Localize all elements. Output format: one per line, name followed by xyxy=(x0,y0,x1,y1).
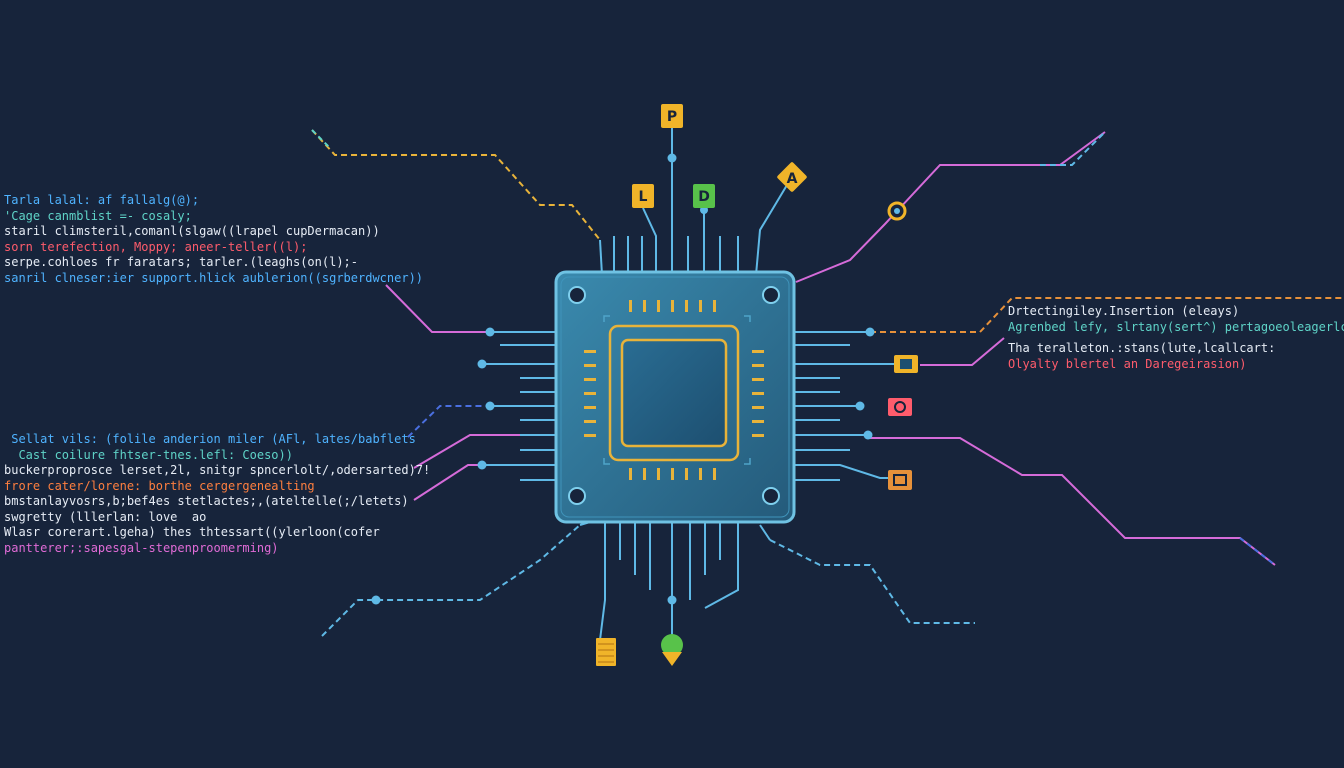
trace-top-right-magenta xyxy=(795,131,1106,283)
trace-right-magenta-1 xyxy=(920,337,1005,366)
cpu-chip xyxy=(554,270,796,524)
trace-right-magenta-2 xyxy=(868,437,1276,566)
badge-green: D xyxy=(693,184,715,208)
badge-green-label: D xyxy=(698,189,710,205)
chip-die-frame xyxy=(608,324,740,462)
trace-top-left-cyan xyxy=(311,129,331,149)
code-line: frore cater/lorene: borthe cergergenealt… xyxy=(4,478,315,493)
code-line: Drtectingiley.Insertion (eleays) xyxy=(1008,304,1240,318)
code-line: sorn terefection, Moppy; aneer-teller((l… xyxy=(4,239,308,254)
die-contacts xyxy=(584,300,764,480)
trace-left-magenta-1 xyxy=(385,284,490,333)
code-line: serpe.cohloes fr faratars; tarler.(leagh… xyxy=(4,255,359,269)
code-line: bmstanlayvosrs,b;bef4es stetlactes;,(ate… xyxy=(4,494,409,508)
code-line: Agrenbed lefy, slrtany(sert^) pertagoeol… xyxy=(1008,319,1344,334)
code-snippet-right-bottom: Tha teralleton.:stans(lute,lcallcart:Oly… xyxy=(1008,341,1275,372)
code-line: swgretty (lllerlan: love ao xyxy=(4,509,207,524)
decorative-traces xyxy=(311,129,1344,637)
code-line: buckerproprosce lerset,2l, snitgr spncer… xyxy=(4,463,431,477)
badge-top: P xyxy=(661,104,683,128)
trace-left-magenta-2 xyxy=(413,434,520,469)
code-line: Tha teralleton.:stans(lute,lcallcart: xyxy=(1008,341,1276,355)
chip-die xyxy=(620,338,728,448)
code-line: pantterer;:sapesgal-stepenproomerming) xyxy=(4,540,279,555)
trace-bottom-left-dashed xyxy=(321,524,581,637)
link-component-icon xyxy=(888,398,912,416)
code-line: 'Cage canmblist =- cosaly; xyxy=(4,208,192,223)
code-snippet-right-top: Drtectingiley.Insertion (eleays)Agrenbed… xyxy=(1008,304,1344,335)
trace-endpoints xyxy=(371,153,875,605)
badge-left: L xyxy=(632,184,654,208)
code-line: Wlasr corerart.lgeha) thes thtessart((yl… xyxy=(4,525,380,539)
chip-mount-holes xyxy=(568,286,780,505)
chip-component-icon xyxy=(894,355,918,373)
code-line: Tarla lalal: af fallalg(@); xyxy=(4,193,200,207)
trace-left-dashed-blue xyxy=(407,405,490,438)
battery-component-icon xyxy=(888,470,912,490)
badge-left-label: L xyxy=(639,189,648,205)
code-snippet-left-bottom: Sellat vils: (folile anderion miler (AFl… xyxy=(4,432,430,556)
trace-top-right-dashed xyxy=(1040,131,1106,166)
trace-bottom-right-dashed xyxy=(769,539,975,624)
trace-right-orange-dashed xyxy=(870,297,1344,333)
trace-right-dashed-end xyxy=(1239,537,1276,566)
chip-pins xyxy=(482,128,895,641)
code-line: Cast coilure fhtser-tnes.lefl: Coeso)) xyxy=(4,447,293,462)
trace-top-left-dashed xyxy=(311,129,601,241)
badge-diamond: A xyxy=(777,162,807,192)
map-pin-icon xyxy=(661,634,683,666)
code-line: sanril clneser:ier support.hlick aubleri… xyxy=(4,270,424,285)
badge-top-label: P xyxy=(667,109,677,125)
code-line: Sellat vils: (folile anderion miler (AFl… xyxy=(4,432,416,446)
memory-module-icon xyxy=(596,638,616,666)
code-line: Olyalty blertel an Daregeirasion) xyxy=(1008,356,1247,371)
code-line: staril climsteril,comanl(slgaw((lrapel c… xyxy=(4,224,380,238)
badge-diamond-label: A xyxy=(787,171,798,187)
code-snippet-left-top: Tarla lalal: af fallalg(@);'Cage canmbli… xyxy=(4,193,423,286)
